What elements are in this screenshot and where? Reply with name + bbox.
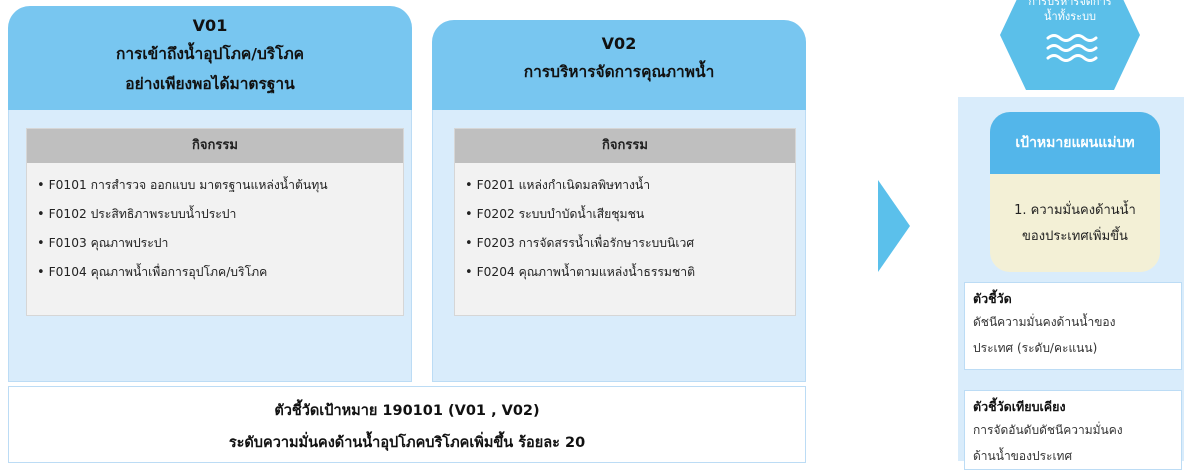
indicator-title: ตัวชี้วัด bbox=[973, 291, 1012, 306]
target-indicator-line2: ระดับความมั่นคงด้านน้ำอุปโภคบริโภคเพิ่มข… bbox=[228, 435, 586, 451]
water-waves-icon bbox=[1046, 34, 1098, 62]
v01-title-line2: อย่างเพียงพอได้มาตรฐาน bbox=[125, 75, 295, 93]
v02-code: V02 bbox=[601, 34, 637, 53]
v02-activity-list: F0201 แหล่งกำเนิดมลพิษทางน้ำ F0202 ระบบบ… bbox=[455, 163, 795, 287]
v01-activity-header: กิจกรรม bbox=[27, 129, 403, 163]
master-plan-goal-card: เป้าหมายแผนแม่บท 1. ความมั่นคงด้านน้ำ ขอ… bbox=[990, 112, 1160, 272]
v01-activity-list: F0101 การสำรวจ ออกแบบ มาตรฐานแหล่งน้ำต้น… bbox=[27, 163, 403, 287]
benchmark-indicator-box: ตัวชี้วัดเทียบเคียง การจัดอันดับดัชนีควา… bbox=[964, 390, 1182, 470]
v01-card-header: V01 การเข้าถึงน้ำอุปโภค/บริโภค อย่างเพีย… bbox=[8, 6, 412, 110]
v02-card-header: V02 การบริหารจัดการคุณภาพน้ำ bbox=[432, 20, 806, 110]
indicator-box: ตัวชี้วัด ดัชนีความมั่นคงด้านน้ำของ ประเ… bbox=[964, 282, 1182, 370]
indicator-line2: ประเทศ (ระดับ/คะแนน) bbox=[973, 341, 1098, 355]
v02-activity-item: F0201 แหล่งกำเนิดมลพิษทางน้ำ bbox=[465, 171, 795, 200]
v01-activity-box: กิจกรรม F0101 การสำรวจ ออกแบบ มาตรฐานแหล… bbox=[26, 128, 404, 316]
v02-activity-item: F0203 การจัดสรรน้ำเพื่อรักษาระบบนิเวศ bbox=[465, 229, 795, 258]
hexagon-label-line2: น้ำทั้งระบบ bbox=[1043, 10, 1097, 23]
target-indicator-box: ตัวชี้วัดเป้าหมาย 190101 (V01 , V02) ระด… bbox=[8, 386, 806, 463]
v01-title-line1: การเข้าถึงน้ำอุปโภค/บริโภค bbox=[115, 45, 305, 63]
master-plan-goal-line2: ของประเทศเพิ่มขึ้น bbox=[1022, 229, 1128, 244]
master-plan-goal-line1: 1. ความมั่นคงด้านน้ำ bbox=[1014, 203, 1136, 218]
master-plan-goal-header: เป้าหมายแผนแม่บท bbox=[990, 112, 1160, 174]
v01-activity-item: F0103 คุณภาพประปา bbox=[37, 229, 403, 258]
v02-activity-item: F0204 คุณภาพน้ำตามแหล่งน้ำธรรมชาติ bbox=[465, 258, 795, 287]
hexagon-label-line1: การบริหารจัดการ bbox=[1028, 0, 1112, 8]
v02-activity-box: กิจกรรม F0201 แหล่งกำเนิดมลพิษทางน้ำ F02… bbox=[454, 128, 796, 316]
hexagon-badge bbox=[1000, 0, 1140, 90]
master-plan-goal-body: 1. ความมั่นคงด้านน้ำ ของประเทศเพิ่มขึ้น bbox=[990, 174, 1160, 250]
right-arrow-icon bbox=[878, 180, 910, 272]
indicator-line1: ดัชนีความมั่นคงด้านน้ำของ bbox=[973, 315, 1116, 329]
v02-activity-header: กิจกรรม bbox=[455, 129, 795, 163]
v01-code: V01 bbox=[192, 16, 228, 35]
v01-activity-item: F0104 คุณภาพน้ำเพื่อการอุปโภค/บริโภค bbox=[37, 258, 403, 287]
v02-activity-item: F0202 ระบบบำบัดน้ำเสียชุมชน bbox=[465, 200, 795, 229]
benchmark-indicator-line1: การจัดอันดับดัชนีความมั่นคง bbox=[973, 423, 1123, 437]
v01-activity-item: F0101 การสำรวจ ออกแบบ มาตรฐานแหล่งน้ำต้น… bbox=[37, 171, 403, 200]
benchmark-indicator-title: ตัวชี้วัดเทียบเคียง bbox=[973, 399, 1066, 414]
hexagon-label: การบริหารจัดการ น้ำทั้งระบบ bbox=[1000, 0, 1140, 24]
target-indicator-line1: ตัวชี้วัดเป้าหมาย 190101 (V01 , V02) bbox=[274, 403, 540, 419]
v02-title-line1: การบริหารจัดการคุณภาพน้ำ bbox=[523, 63, 715, 81]
benchmark-indicator-line2: ด้านน้ำของประเทศ bbox=[973, 449, 1073, 463]
v01-activity-item: F0102 ประสิทธิภาพระบบน้ำประปา bbox=[37, 200, 403, 229]
